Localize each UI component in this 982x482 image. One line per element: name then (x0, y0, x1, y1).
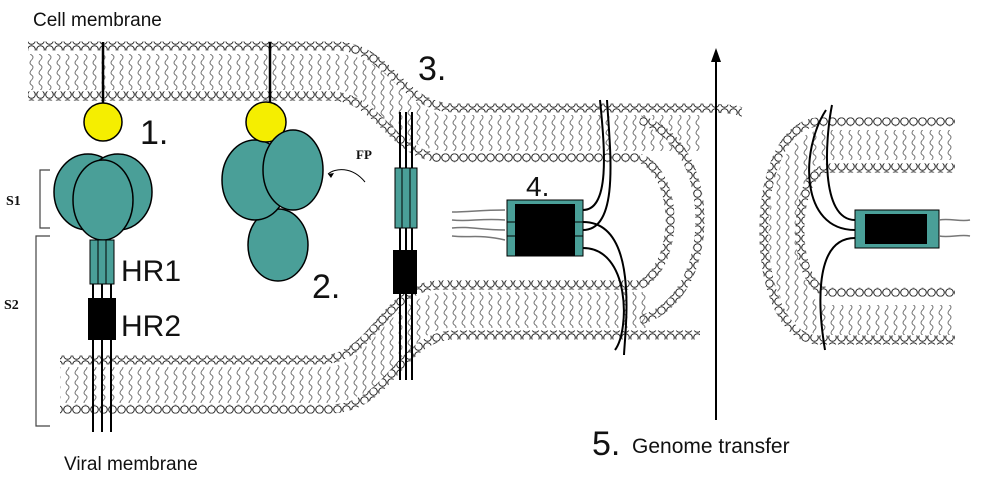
hr2-block (515, 204, 575, 256)
hr2-block (865, 214, 927, 244)
step-4-label: 4. (526, 171, 549, 202)
hr1-helix (98, 240, 106, 284)
hr1-helix (90, 240, 98, 284)
viral-membrane-label: Viral membrane (64, 454, 198, 475)
step-5-caption: Genome transfer (632, 435, 790, 458)
hr2-label: HR2 (121, 310, 181, 343)
s1-domain-center (73, 160, 133, 240)
hr1-label: HR1 (121, 255, 181, 288)
s1-bracket (40, 170, 50, 228)
viral-membrane-bilayer (60, 285, 700, 409)
s2-label: S2 (4, 298, 19, 313)
fp-label: FP (356, 147, 372, 162)
hr1-helix-bundle (395, 168, 417, 228)
step-3-label: 3. (418, 50, 446, 88)
hr2-block (88, 298, 116, 340)
domain-brackets (36, 170, 50, 426)
cell-membrane-label: Cell membrane (33, 10, 162, 31)
hr2-block (393, 250, 417, 294)
step-5-number: 5. (592, 425, 620, 463)
shed-domain-right (263, 130, 323, 210)
hr1-helix (106, 240, 114, 284)
s1-label: S1 (6, 194, 21, 209)
s2-bracket (36, 236, 50, 426)
step-1-label: 1. (140, 114, 168, 152)
step-2-label: 2. (312, 268, 340, 306)
receptor-circle (84, 103, 122, 141)
